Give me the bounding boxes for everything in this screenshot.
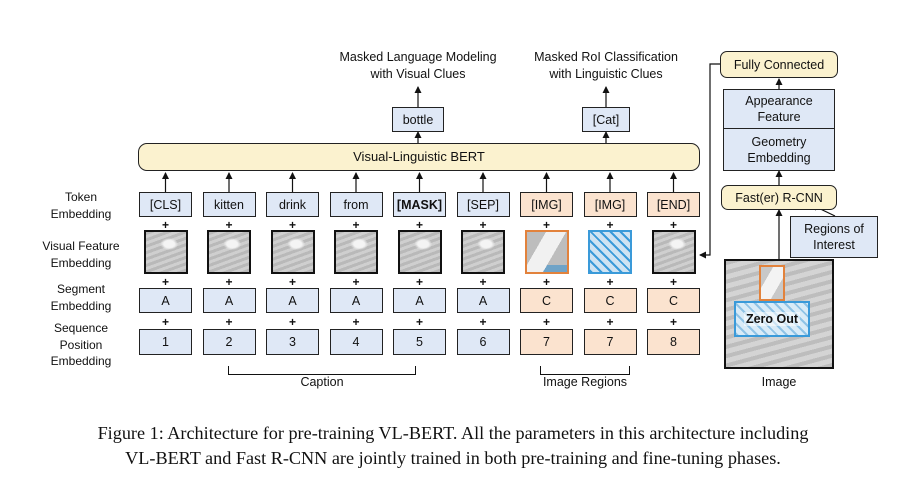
image-label: Image [761, 375, 797, 389]
visual-feature-thumbnail [588, 230, 632, 274]
token-box: [IMG] [520, 192, 573, 217]
token-box: [SEP] [456, 192, 510, 217]
token-box: [END] [647, 192, 700, 217]
visual-feature-thumbnail [143, 230, 188, 274]
roi-orange-box [759, 265, 785, 301]
plus-sign: + [288, 315, 296, 329]
plus-sign: + [415, 275, 423, 289]
figure-caption: Figure 1: Architecture for pre-training … [97, 423, 809, 468]
plus-sign: + [225, 218, 233, 232]
plus-sign: + [542, 315, 550, 329]
plus-sign: + [352, 315, 360, 329]
token-box: from [329, 192, 383, 217]
segment-box: A [139, 288, 192, 313]
plus-sign: + [288, 218, 296, 232]
segment-box: C [647, 288, 700, 313]
plus-sign: + [479, 218, 487, 232]
segment-box: A [456, 288, 510, 313]
plus-sign: + [606, 315, 614, 329]
token-box: drink [266, 192, 319, 217]
mrc-output-box: [Cat] [582, 107, 630, 132]
plus-sign: + [479, 315, 487, 329]
segment-box: C [520, 288, 573, 313]
position-box: 1 [139, 329, 192, 355]
plus-sign: + [415, 315, 423, 329]
plus-sign: + [161, 275, 169, 289]
plus-sign: + [352, 275, 360, 289]
segment-box: A [393, 288, 446, 313]
position-box: 7 [520, 329, 573, 355]
caption-group-label: Caption [300, 375, 344, 389]
position-box: 2 [202, 329, 256, 355]
plus-sign: + [352, 218, 360, 232]
zero-out-region: Zero Out [734, 301, 810, 337]
fast-rcnn-box: Fast(er) R-CNN [721, 185, 837, 210]
visual-feature-thumbnail [651, 230, 696, 274]
plus-sign: + [669, 218, 677, 232]
plus-sign: + [542, 218, 550, 232]
token-box: [IMG] [583, 192, 637, 217]
image-regions-group-label: Image Regions [542, 375, 628, 389]
plus-sign: + [606, 218, 614, 232]
zero-out-label: Zero Out [743, 312, 801, 326]
visual-feature-thumbnail [461, 230, 505, 274]
plus-sign: + [161, 218, 169, 232]
token-box: kitten [202, 192, 256, 217]
visual-feature-thumbnail [524, 230, 569, 274]
visual-feature-thumbnail [207, 230, 251, 274]
token-box: [MASK] [393, 192, 446, 217]
vl-bert-block: Visual-Linguistic BERT [138, 143, 700, 171]
position-box: 8 [647, 329, 700, 355]
plus-sign: + [415, 218, 423, 232]
visual-feature-thumbnail [334, 230, 378, 274]
plus-sign: + [669, 275, 677, 289]
position-box: 4 [329, 329, 383, 355]
plus-sign: + [479, 275, 487, 289]
segment-box: C [583, 288, 637, 313]
visual-feature-thumbnail [397, 230, 442, 274]
fc-to-visual-arrow [699, 63, 720, 259]
segment-box: A [202, 288, 256, 313]
plus-sign: + [542, 275, 550, 289]
plus-sign: + [225, 275, 233, 289]
visual-feature-thumbnail [270, 230, 315, 274]
position-box: 5 [393, 329, 446, 355]
plus-sign: + [225, 315, 233, 329]
plus-sign: + [161, 315, 169, 329]
input-image: Zero Out [724, 259, 834, 369]
plus-sign: + [669, 315, 677, 329]
position-box: 6 [456, 329, 510, 355]
caption-brace [228, 366, 416, 375]
mlm-output-box: bottle [392, 107, 444, 132]
image-regions-brace [540, 366, 630, 375]
plus-sign: + [606, 275, 614, 289]
token-box: [CLS] [139, 192, 192, 217]
segment-box: A [329, 288, 383, 313]
fully-connected-box: Fully Connected [720, 51, 838, 78]
segment-box: A [266, 288, 319, 313]
position-box: 3 [266, 329, 319, 355]
position-box: 7 [583, 329, 637, 355]
plus-sign: + [288, 275, 296, 289]
